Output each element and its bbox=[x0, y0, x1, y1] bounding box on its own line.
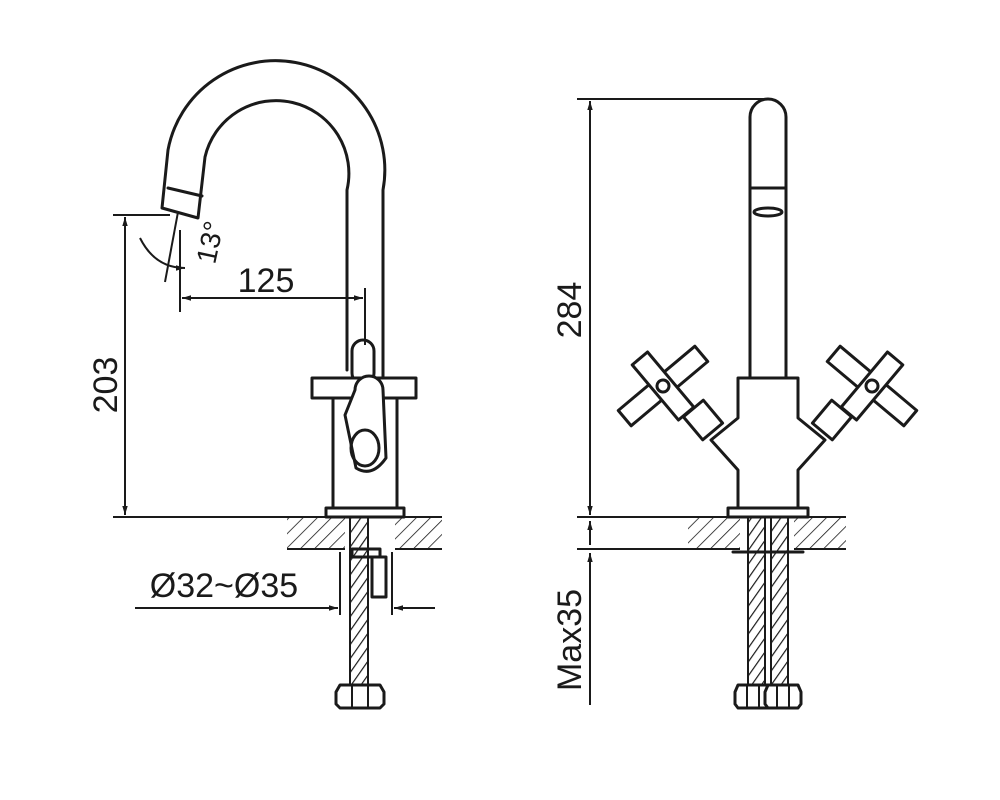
front-countertop bbox=[688, 515, 846, 551]
angle-label: 13° bbox=[191, 218, 230, 266]
dimension-203: 203 bbox=[87, 214, 290, 518]
dimension-125-label: 125 bbox=[238, 262, 295, 300]
dimension-max35: Max35 bbox=[551, 521, 690, 705]
side-base bbox=[324, 506, 406, 519]
front-hose-right bbox=[770, 516, 789, 686]
front-view bbox=[616, 97, 919, 710]
front-right-handle bbox=[825, 344, 919, 428]
dimension-203-label: 203 bbox=[87, 357, 125, 414]
side-handle-hub bbox=[343, 374, 388, 473]
front-left-handle bbox=[616, 344, 710, 428]
front-spout bbox=[748, 97, 788, 380]
dimension-hole: Ø32~Ø35 bbox=[135, 552, 435, 615]
dimension-284: 284 bbox=[551, 98, 766, 518]
hole-label: Ø32~Ø35 bbox=[150, 567, 298, 605]
dimension-angle: 13° bbox=[139, 211, 230, 283]
front-body bbox=[709, 376, 827, 510]
side-view bbox=[160, 59, 442, 710]
side-hex-nut bbox=[334, 683, 386, 710]
max35-label: Max35 bbox=[551, 589, 589, 691]
front-base bbox=[726, 506, 810, 519]
front-hex-nut-right bbox=[763, 683, 803, 710]
dimension-284-label: 284 bbox=[551, 282, 589, 339]
side-spout bbox=[160, 59, 387, 380]
dimension-125: 125 bbox=[179, 230, 366, 345]
side-hose bbox=[349, 516, 369, 686]
front-hose-left bbox=[747, 516, 766, 686]
